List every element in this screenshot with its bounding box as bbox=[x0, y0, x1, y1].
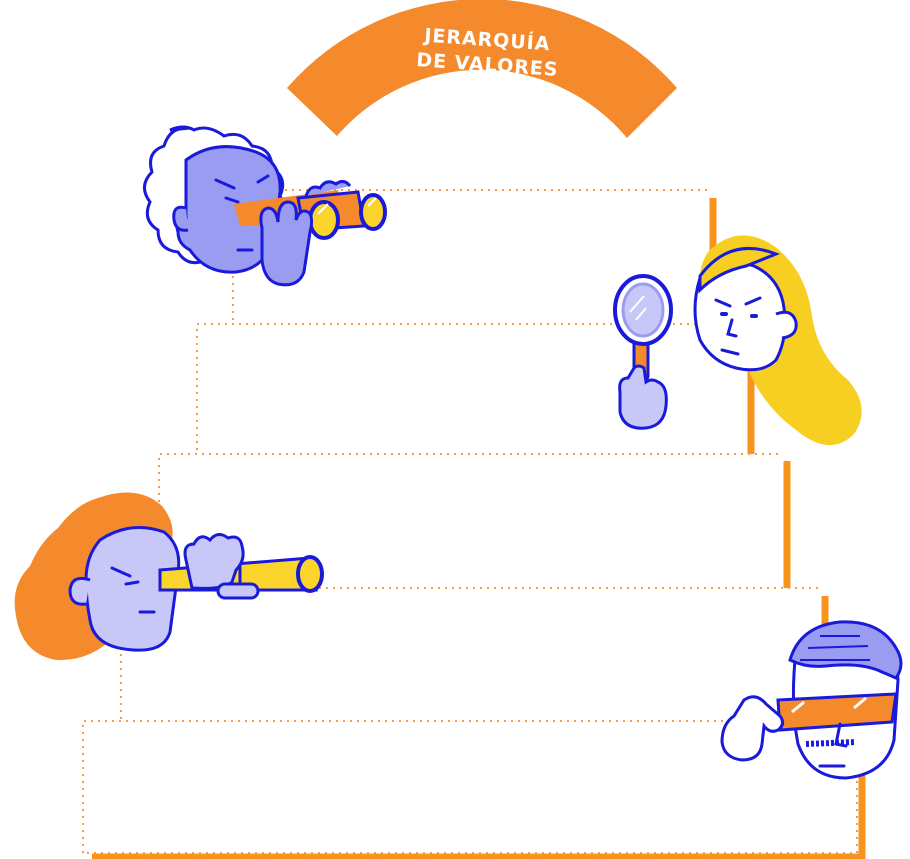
step-2 bbox=[197, 324, 751, 455]
hand bbox=[261, 202, 312, 285]
title-banner: JERARQUÍA DE VALORES bbox=[287, 0, 677, 138]
curly-hair-person bbox=[144, 127, 385, 285]
step-4 bbox=[121, 588, 825, 722]
